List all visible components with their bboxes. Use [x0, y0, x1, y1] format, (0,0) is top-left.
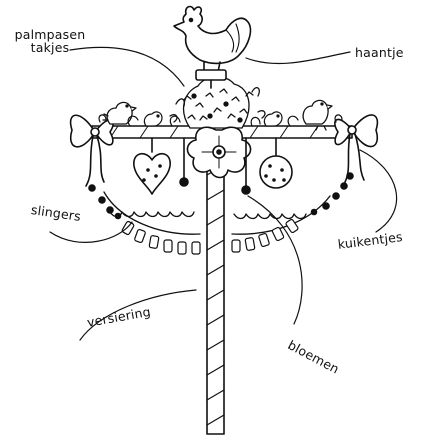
label-haantje: haantje	[355, 46, 404, 59]
hanging-heart	[134, 138, 170, 194]
garland-beads-left	[89, 185, 121, 219]
chick-small-right	[264, 112, 282, 126]
leader-haantje	[246, 52, 350, 64]
rooster	[174, 7, 250, 88]
leader-slingers	[50, 222, 132, 242]
center-flower	[187, 127, 250, 177]
bow-right	[335, 115, 378, 184]
label-palmpasen-line2: takjes	[10, 41, 90, 54]
leader-kuikentjes	[360, 150, 397, 232]
chick-small-left	[144, 112, 162, 126]
palm-twigs-bouquet	[170, 77, 265, 128]
hanging-ball	[260, 138, 292, 188]
chick-left	[103, 102, 136, 124]
label-palmpasen-takjes: palmpasen takjes	[10, 28, 90, 54]
